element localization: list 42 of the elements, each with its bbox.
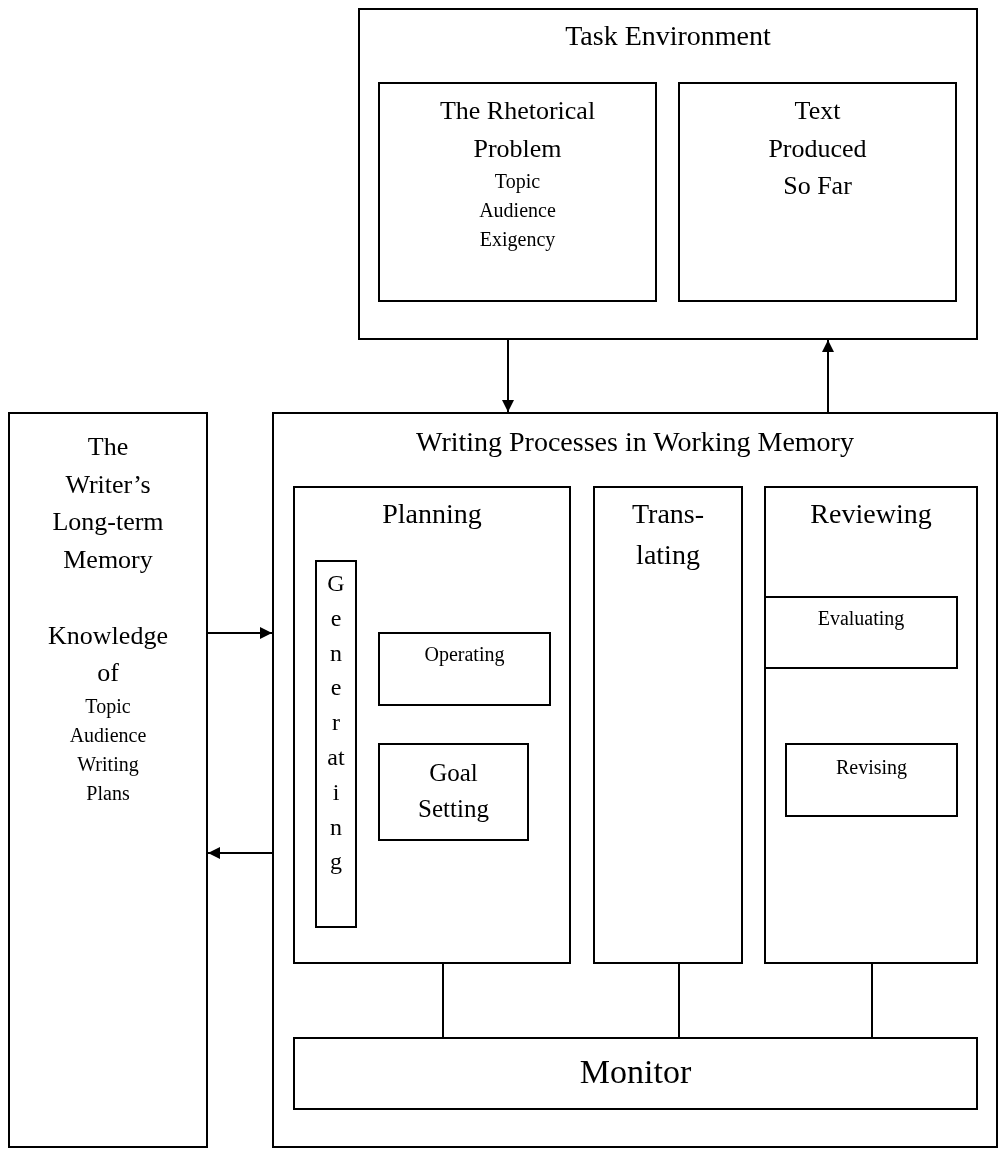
box-title: Writing Processes in Working Memory <box>416 425 854 459</box>
box-title: Revising <box>835 755 908 781</box>
process-box <box>764 596 958 669</box>
process-box <box>315 560 357 928</box>
environment-panel <box>358 8 978 340</box>
memory-panel <box>8 412 208 1148</box>
box-title: Task Environment <box>565 19 771 53</box>
box-title: Planning <box>382 497 482 531</box>
arrow <box>207 627 273 639</box>
process-box <box>593 486 743 964</box>
box-item: Knowledge of <box>47 619 169 690</box>
process-box <box>785 743 958 817</box>
component-box <box>678 82 957 302</box>
process-box <box>378 743 529 841</box>
box-title: The Rhetorical Problem <box>438 95 597 165</box>
connector-line <box>678 963 680 1038</box>
box-title: Trans- lating <box>630 497 706 572</box>
connector-line <box>442 963 444 1038</box>
connector-line <box>871 963 873 1038</box>
box-item: Audience <box>479 198 556 224</box>
process-box <box>378 632 551 706</box>
box-item: Topic <box>85 694 131 720</box>
process-box <box>764 486 978 964</box>
box-item: Writing Plans <box>76 752 140 807</box>
box-title: Monitor <box>579 1052 692 1092</box>
process-box <box>293 486 571 964</box>
box-title: Reviewing <box>810 497 932 531</box>
arrow <box>822 339 834 413</box>
arrow <box>502 339 514 413</box>
box-title: Operating <box>424 642 505 668</box>
monitor-box <box>293 1037 978 1110</box>
box-item: Topic <box>494 169 541 195</box>
box-item: Audience <box>69 723 147 749</box>
box-title: Goal Setting <box>417 758 490 825</box>
box-title: Evaluating <box>817 606 905 632</box>
box-title: Generating <box>327 569 345 877</box>
box-title: The Writer’s Long-term Memory <box>51 431 165 577</box>
box-title: Text Produced So Far <box>767 95 868 203</box>
component-box <box>378 82 657 302</box>
arrow <box>207 847 273 859</box>
box-item: Exigency <box>479 227 556 253</box>
process-panel <box>272 412 998 1148</box>
